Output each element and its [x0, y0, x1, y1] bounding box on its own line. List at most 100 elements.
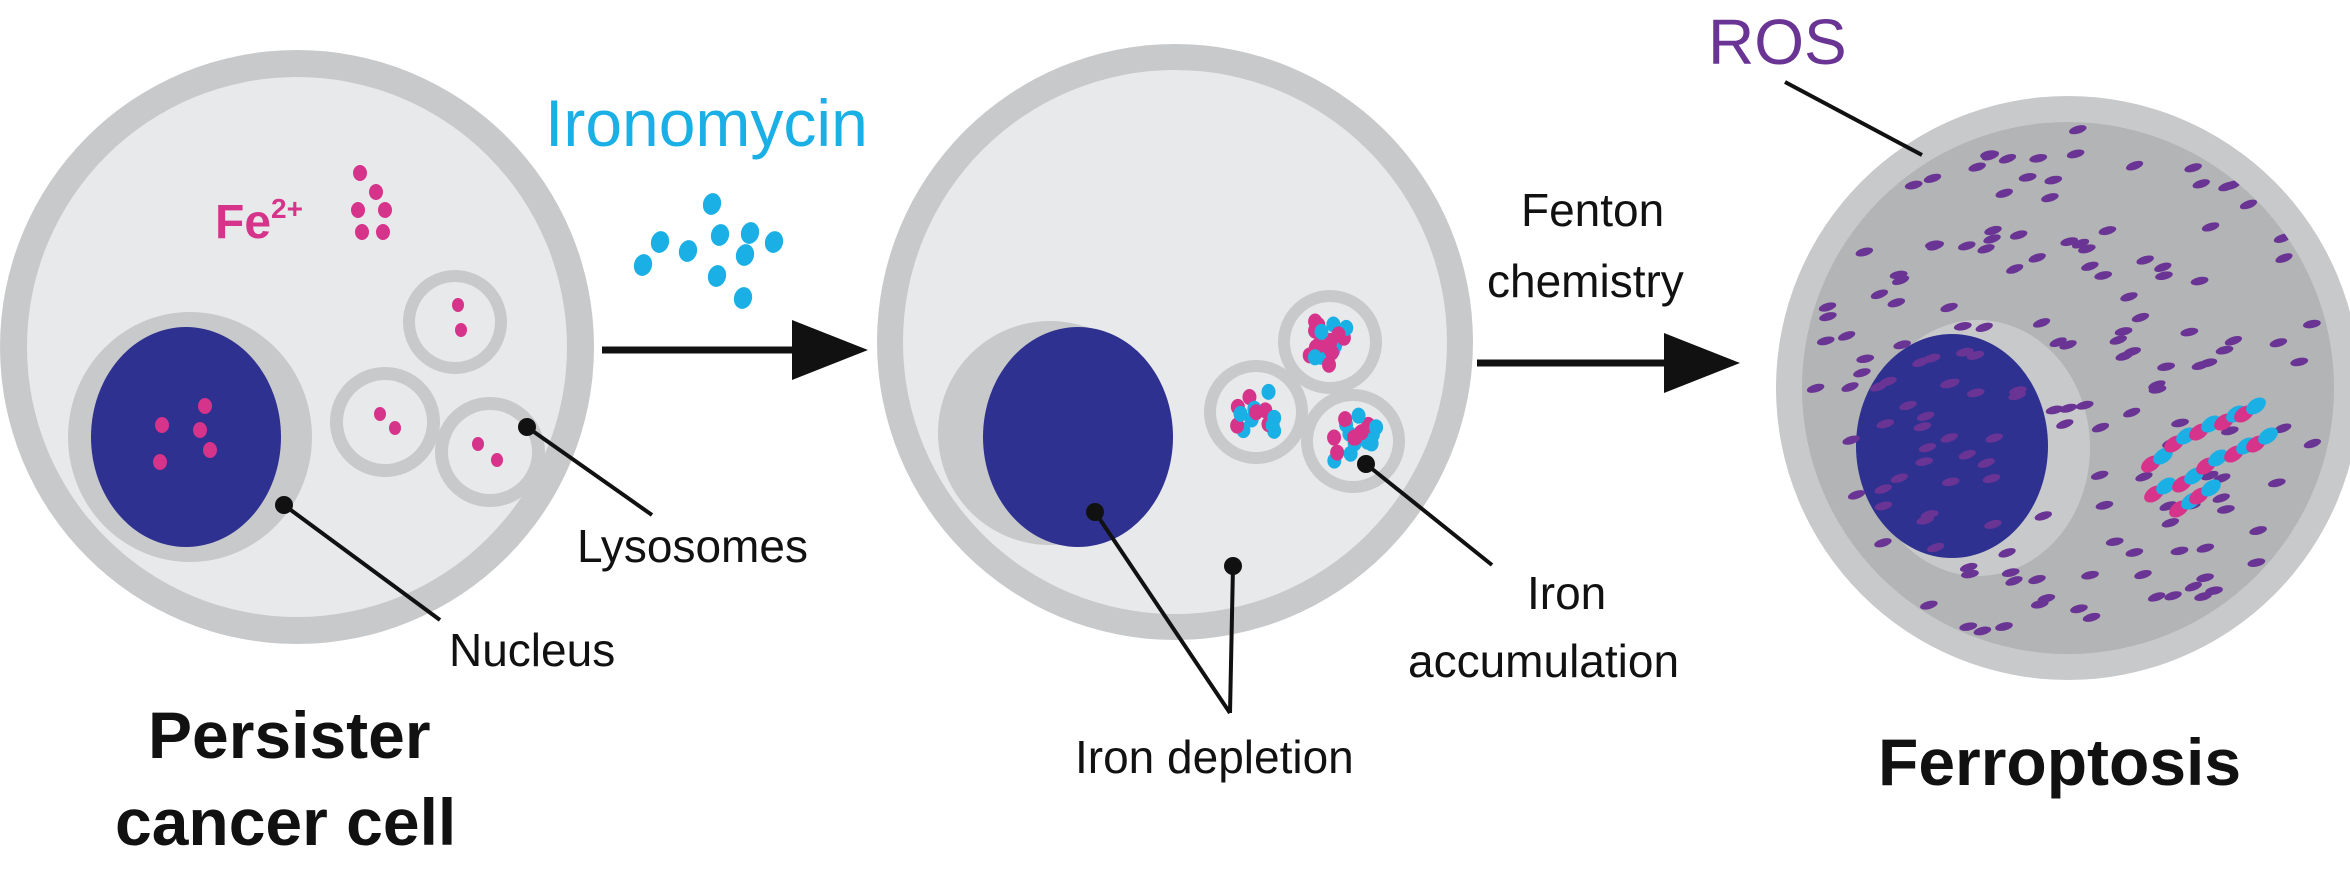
- ros-particle-icon: [2125, 548, 2144, 557]
- ros-particle-icon: [1958, 449, 1976, 460]
- ros-particle-icon: [1913, 422, 1932, 432]
- ros-particle-icon: [2072, 238, 2090, 249]
- ros-particle-icon: [2081, 570, 2099, 580]
- ros-particle-icon: [1916, 411, 1935, 421]
- ros-particle-icon: [1940, 433, 1958, 443]
- nucleus-icon: [91, 327, 281, 547]
- ironomycin-label: Ironomycin: [545, 86, 868, 160]
- particle: [1233, 405, 1248, 422]
- ros-particle-icon: [1870, 289, 1889, 300]
- ros-particle-icon: [2212, 493, 2230, 503]
- particle: [1343, 445, 1358, 462]
- ros-particle-icon: [1904, 180, 1923, 190]
- ros-particle-icon: [2105, 537, 2124, 546]
- particle: [1307, 349, 1322, 366]
- ros-particle-icon: [2120, 292, 2138, 302]
- lysosomes-leader: [518, 418, 654, 517]
- fe-label: Fe2+: [215, 193, 303, 249]
- ros-particle-icon: [1927, 542, 1945, 553]
- ros-particle-icon: [1998, 154, 2017, 164]
- ros-particle-icon: [1842, 435, 1860, 445]
- particle: [1322, 356, 1337, 373]
- ros-particle-icon: [1923, 173, 1942, 183]
- ros-particle-icon: [2194, 592, 2212, 601]
- ros-particle-icon: [1984, 519, 2002, 529]
- ros-particle-icon: [1893, 340, 1911, 350]
- ros-particle-icon: [1899, 400, 1917, 411]
- ros-particle-icon: [2005, 576, 2023, 586]
- ros-particle-icon: [2155, 271, 2173, 281]
- ros-particle-icon: [2192, 179, 2210, 189]
- ros-particle-icon: [2217, 505, 2235, 514]
- ferroptotic-cell: [1776, 96, 2350, 680]
- ros-particle-icon: [2135, 472, 2153, 482]
- ros-particle-icon: [1918, 443, 1937, 453]
- drug-molecule-icon: [740, 222, 760, 244]
- ros-particle-icon: [1856, 354, 1875, 364]
- ros-particle-icon: [2109, 335, 2127, 345]
- ros-particle-icon: [2091, 422, 2110, 433]
- particle: [1338, 411, 1353, 428]
- ros-particle-icon: [1998, 548, 2016, 558]
- ros-particle-icon: [2041, 193, 2059, 203]
- iron-ion-icon: [376, 224, 390, 240]
- ros-particle-icon: [2247, 558, 2266, 567]
- drug-molecule-icon: [764, 231, 784, 253]
- ros-particle-icon: [2303, 438, 2322, 449]
- iron-ion-icon: [203, 442, 217, 458]
- ros-particle-icon: [2269, 338, 2288, 348]
- ros-particle-icon: [2075, 400, 2094, 410]
- lysosome-iron-drug-dots: [1230, 313, 1384, 469]
- ros-particle-icon: [2018, 173, 2037, 182]
- fenton-label-line2: chemistry: [1487, 255, 1684, 307]
- ros-particle-icon: [1958, 241, 1976, 251]
- ros-particle-icon: [1984, 225, 2002, 236]
- ros-particle-icon: [1838, 331, 1856, 341]
- nucleus-icon: [1856, 334, 2048, 558]
- ros-particle-icon: [2070, 604, 2088, 614]
- particle: [1331, 326, 1346, 343]
- particle: [1327, 429, 1342, 446]
- ros-particle-icon: [2134, 569, 2152, 580]
- particle: [1314, 323, 1329, 340]
- ros-particle-icon: [1995, 188, 2013, 198]
- ros-particle-icon: [2082, 612, 2101, 622]
- iron-ion-icon: [355, 224, 369, 240]
- ros-particle-icon: [1806, 125, 2322, 636]
- ros-particle-icon: [1977, 458, 1995, 468]
- iron-ion-icon: [351, 202, 365, 218]
- ros-particle-icon: [1966, 388, 1985, 398]
- treated-cell: [877, 44, 1473, 640]
- ros-particle-icon: [2131, 312, 2150, 323]
- ros-particle-icon: [1816, 336, 1835, 346]
- ros-particle-icon: [1874, 538, 1892, 548]
- ros-particle-icon: [1956, 347, 1974, 357]
- lysosome-icon: [330, 367, 440, 477]
- iron-depletion-label: Iron depletion: [1075, 731, 1354, 783]
- ros-particle-icon: [1819, 312, 1837, 322]
- ros-particle-icon: [1968, 162, 1986, 172]
- ros-particle-icon: [1855, 247, 1874, 257]
- ros-particle-icon: [2249, 526, 2267, 536]
- particle: [1267, 409, 1282, 426]
- ros-particle-icon: [2190, 276, 2209, 286]
- iron-ion-icon: [389, 421, 401, 435]
- ros-particle-icon: [1879, 376, 1897, 387]
- particle: [1261, 383, 1276, 400]
- drug-molecule-icon: [710, 224, 730, 246]
- ros-particle-icon: [1920, 510, 1939, 519]
- drug-molecule-icon: [633, 254, 653, 276]
- drug-molecule-icon: [702, 193, 722, 215]
- ros-particle-icon: [2275, 253, 2293, 263]
- ros-particle-icon: [1876, 419, 1895, 429]
- ros-particle-icon: [2032, 318, 2051, 328]
- ros-particle-icon: [2184, 581, 2202, 592]
- ros-particle-icon: [2114, 327, 2133, 336]
- lysosome-icon: [403, 270, 507, 374]
- fenton-label-line1: Fenton: [1521, 184, 1664, 236]
- ros-particle-icon: [1959, 562, 1978, 573]
- iron-ion-icon: [472, 437, 484, 451]
- ros-particle-icon: [2045, 405, 2064, 415]
- ros-particle-icon: [2006, 264, 2024, 274]
- ros-particle-icon: [2267, 478, 2286, 488]
